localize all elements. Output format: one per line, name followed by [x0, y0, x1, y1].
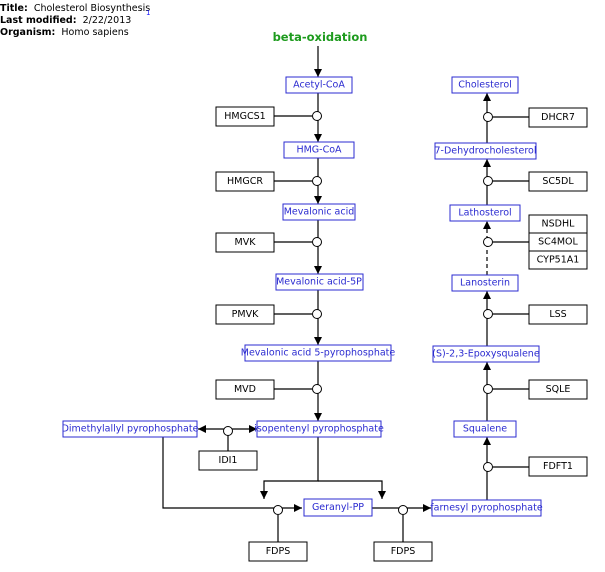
svg-text:Squalene: Squalene	[463, 424, 507, 435]
svg-text:DHCR7: DHCR7	[541, 112, 575, 123]
metabolite-mevalonic-acid[interactable]: Mevalonic acid	[282, 203, 356, 221]
metabolite-geranyl-pp[interactable]: Geranyl-PP	[303, 498, 373, 517]
gene-mvk[interactable]: MVK	[215, 232, 275, 253]
gene-sc5dl[interactable]: SC5DL	[528, 171, 588, 192]
last-modified-value: 2/22/2013	[82, 15, 132, 26]
svg-text:Dimethylallyl pyrophosphate: Dimethylallyl pyrophosphate	[62, 424, 199, 435]
svg-text:farnesyl pyrophosphate: farnesyl pyrophosphate	[430, 503, 543, 514]
gene-fdps-2[interactable]: FDPS	[373, 541, 433, 562]
last-modified-label: Last modified:	[0, 15, 77, 26]
svg-text:7-Dehydrocholesterol: 7-Dehydrocholesterol	[434, 146, 536, 157]
svg-text:IDI1: IDI1	[219, 455, 238, 466]
gene-dhcr7[interactable]: DHCR7	[528, 107, 588, 128]
last-modified-line: Last modified: 2/22/2013	[0, 15, 131, 27]
svg-text:FDPS: FDPS	[266, 546, 291, 557]
svg-text:Geranyl-PP: Geranyl-PP	[312, 502, 364, 513]
title-value: Cholesterol Biosynthesis	[33, 3, 151, 14]
metabolite-dehydrocholesterol[interactable]: 7-Dehydrocholesterol	[434, 142, 537, 160]
gene-pmvk[interactable]: PMVK	[215, 304, 275, 325]
svg-text:PMVK: PMVK	[232, 309, 259, 320]
metabolite-mevalonic-acid-5p[interactable]: Mevalonic acid-5P	[275, 273, 364, 291]
gene-hmgcs1[interactable]: HMGCS1	[215, 106, 275, 127]
gene-cyp51a1[interactable]: CYP51A1	[528, 250, 588, 270]
title-label: Title:	[0, 3, 28, 14]
metabolite-farnesyl-pp[interactable]: farnesyl pyrophosphate	[430, 499, 543, 517]
svg-text:Mevalonic acid-5P: Mevalonic acid-5P	[276, 277, 362, 288]
metabolite-lathosterol[interactable]: Lathosterol	[449, 204, 521, 222]
svg-text:Cholesterol: Cholesterol	[458, 80, 512, 91]
svg-text:MVK: MVK	[235, 237, 257, 248]
metabolite-dimethylallyl-pp[interactable]: Dimethylallyl pyrophosphate	[62, 420, 199, 438]
gene-hmgcr[interactable]: HMGCR	[215, 171, 275, 192]
gene-fdft1[interactable]: FDFT1	[528, 456, 588, 477]
svg-text:HMG-CoA: HMG-CoA	[296, 145, 342, 156]
gene-sqle[interactable]: SQLE	[528, 379, 588, 400]
gene-fdps-1[interactable]: FDPS	[248, 541, 308, 562]
metabolite-hmg-coa[interactable]: HMG-CoA	[283, 141, 355, 159]
organism-value: Homo sapiens	[61, 27, 129, 38]
edge-dimethylallyl-to-geranyl-pp	[162, 437, 302, 512]
gene-nsdhl[interactable]: NSDHL	[528, 214, 588, 234]
svg-text:Acetyl-CoA: Acetyl-CoA	[293, 80, 345, 91]
metabolite-mevalonic-acid-5pp[interactable]: Mevalonic acid 5-pyrophosphate	[241, 344, 396, 362]
gene-idi1[interactable]: IDI1	[198, 450, 258, 471]
organism-line: Organism: Homo sapiens	[0, 27, 129, 39]
svg-text:SC5DL: SC5DL	[542, 176, 574, 187]
svg-text:Lathosterol: Lathosterol	[458, 208, 511, 219]
svg-text:HMGCS1: HMGCS1	[224, 111, 265, 122]
svg-text:LSS: LSS	[549, 309, 566, 320]
svg-text:FDFT1: FDFT1	[543, 461, 573, 472]
metabolite-lanosterin[interactable]: Lanosterin	[451, 274, 519, 292]
gene-lss[interactable]: LSS	[528, 304, 588, 325]
svg-text:SC4MOL: SC4MOL	[538, 237, 578, 248]
pathway-label-beta-oxidation[interactable]: beta-oxidation	[273, 30, 368, 44]
metabolite-isopentenyl-pp[interactable]: isopentenyl pyrophosphate	[254, 420, 384, 438]
metabolite-epoxysqualene[interactable]: (S)-2,3-Epoxysqualene	[432, 345, 540, 363]
svg-text:Mevalonic acid: Mevalonic acid	[284, 207, 355, 218]
svg-text:MVD: MVD	[234, 384, 256, 395]
title-line: Title: Cholesterol Biosynthesis	[0, 3, 150, 15]
gene-sc4mol[interactable]: SC4MOL	[528, 232, 588, 252]
edge-isopentenyl-to-geranyl-branch	[260, 437, 319, 499]
svg-text:FDPS: FDPS	[391, 546, 416, 557]
edge-isopentenyl-to-farnesyl-branch	[318, 480, 386, 499]
svg-text:Lanosterin: Lanosterin	[460, 278, 510, 289]
metabolite-cholesterol[interactable]: Cholesterol	[451, 76, 519, 94]
svg-text:CYP51A1: CYP51A1	[537, 255, 580, 266]
metabolite-acetyl-coa[interactable]: Acetyl-CoA	[285, 76, 353, 94]
metabolite-squalene[interactable]: Squalene	[453, 420, 517, 438]
svg-text:Mevalonic acid 5-pyrophosphate: Mevalonic acid 5-pyrophosphate	[241, 348, 396, 359]
svg-text:isopentenyl pyrophosphate: isopentenyl pyrophosphate	[254, 424, 384, 435]
footnote-link[interactable]: 1	[146, 9, 151, 17]
catalysis-links	[227, 115, 529, 542]
svg-text:HMGCR: HMGCR	[227, 176, 263, 187]
gene-mvd[interactable]: MVD	[215, 379, 275, 400]
svg-text:SQLE: SQLE	[546, 384, 571, 395]
catalysis-circles	[223, 111, 493, 515]
svg-text:NSDHL: NSDHL	[542, 219, 576, 230]
organism-label: Organism:	[0, 27, 56, 38]
svg-text:(S)-2,3-Epoxysqualene: (S)-2,3-Epoxysqualene	[432, 349, 540, 360]
